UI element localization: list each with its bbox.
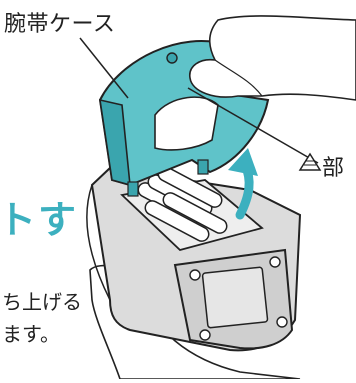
armband-case-window (154, 96, 219, 151)
cover-leader-line (79, 37, 129, 99)
screw-4 (276, 316, 288, 328)
cover-label: 腕帯ケース (4, 12, 116, 37)
battery-5 (162, 192, 228, 234)
device-strap (86, 184, 111, 301)
part-leader-line (187, 87, 319, 164)
battery-stack (137, 166, 228, 242)
device-label-recess (201, 266, 269, 329)
up-arrow-head (228, 148, 258, 176)
case-tab-right (197, 159, 209, 175)
instruction-line-2: ます。 (2, 322, 60, 346)
instruction-line-1: ち上げる (2, 290, 82, 314)
part-label: 部 (322, 156, 345, 181)
upper-hand (189, 15, 356, 101)
triangle-marker-icon (298, 152, 322, 171)
battery-4 (144, 200, 210, 242)
screw-3 (199, 329, 211, 341)
case-tab-left (127, 181, 139, 197)
armband-case-hole (166, 52, 178, 64)
finger-line (214, 59, 263, 97)
step-heading: トす (0, 198, 79, 242)
screw-2 (269, 256, 281, 268)
screw-1 (189, 269, 201, 281)
